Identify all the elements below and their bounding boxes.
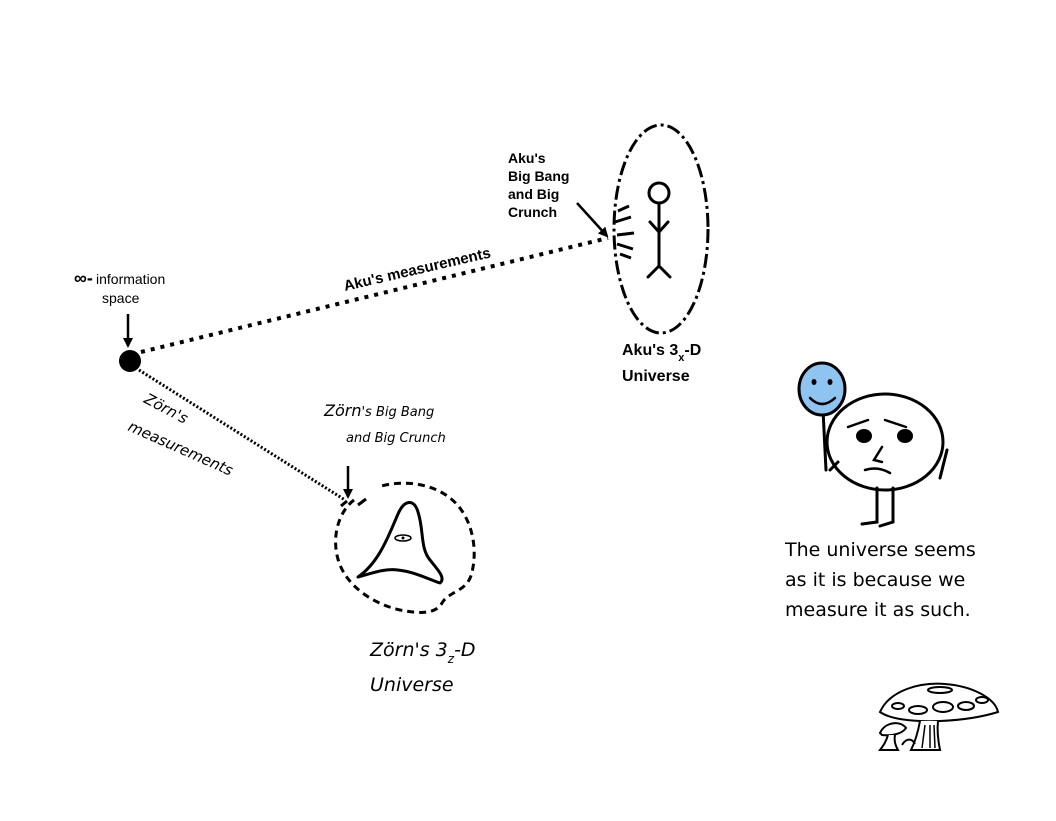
- character-left-arm: [828, 460, 840, 472]
- balloon-string: [821, 408, 828, 472]
- character-face: [825, 392, 945, 492]
- character-right-eyebrow: [883, 418, 908, 429]
- zorn-bang-label-line2: and Big Crunch: [346, 431, 446, 446]
- caption-line3: measure it as such.: [785, 599, 971, 621]
- aku-left-arm: [648, 220, 661, 234]
- smiley-balloon: [797, 361, 847, 417]
- aku-right-leg: [657, 264, 672, 279]
- zorn-alien-shape: [356, 501, 444, 585]
- zorn-bang-label-line1: Zörn's Big Bang: [323, 401, 434, 420]
- small-mushroom-stem: [878, 734, 900, 751]
- character-right-leg: [878, 486, 895, 528]
- character-right-arm: [938, 448, 949, 480]
- aku-bang-burst: [614, 204, 635, 260]
- character-left-leg: [860, 486, 879, 526]
- character-left-eye: [856, 429, 872, 443]
- zorn-eye-pupil: [401, 536, 405, 540]
- balloon-left-eye: [811, 379, 817, 385]
- aku-bang-label-line2: Big Bang: [508, 168, 569, 184]
- aku-universe-title: Aku's 3x-D: [622, 342, 701, 364]
- aku-right-arm: [657, 220, 670, 234]
- aku-bang-label-line4: Crunch: [508, 204, 557, 220]
- aku-stick-figure: [646, 181, 672, 279]
- info-space-label-line2: space: [102, 290, 140, 306]
- caption: The universe seems as it is because we m…: [784, 539, 976, 621]
- mushroom-doodle: [878, 682, 1000, 751]
- aku-measurements-label: Aku's measurements: [342, 245, 492, 295]
- caption-line1: The universe seems: [784, 539, 976, 561]
- zorn-universe: Zörn's measurements Zörn's Big Bang and …: [125, 389, 476, 696]
- aku-head: [647, 181, 671, 205]
- zorn-universe-title-line2: Universe: [370, 674, 454, 696]
- zorn-bang-burst: [340, 497, 367, 508]
- aku-universe-boundary: [612, 123, 710, 335]
- balloon-smile: [808, 396, 837, 406]
- aku-bang-label-line3: and Big: [508, 186, 559, 202]
- caption-line2: as it is because we: [785, 569, 965, 591]
- small-mushroom-cap: [878, 722, 908, 737]
- balloon-right-eye: [827, 379, 833, 385]
- character-nose: [872, 445, 884, 464]
- aku-universe: Aku's Big Bang and Big Crunch Aku's meas…: [342, 123, 710, 385]
- aku-left-leg: [646, 264, 661, 279]
- mushroom-stem: [909, 720, 942, 751]
- character-right-eye: [897, 429, 913, 443]
- aku-measurements-line: [140, 236, 609, 354]
- information-space-dot: [119, 350, 141, 372]
- information-space: ∞- information space: [74, 268, 165, 372]
- character-left-eyebrow: [846, 418, 870, 429]
- zorn-measurements-label-line1: Zörn's: [140, 389, 191, 428]
- aku-universe-title-line2: Universe: [622, 368, 690, 385]
- zorn-eye: [394, 534, 412, 542]
- character-mouth: [863, 467, 892, 475]
- balloon-character: [797, 361, 949, 528]
- aku-bang-label-line1: Aku's: [508, 150, 546, 166]
- info-space-label-line1: information: [96, 271, 165, 287]
- zorn-universe-title: Zörn's 3z-D: [369, 639, 476, 666]
- infinity-symbol: ∞-: [74, 268, 93, 288]
- aku-bang-arrow: [576, 202, 609, 238]
- zorn-universe-boundary: [334, 481, 476, 614]
- zorn-measurements-label-line2: measurements: [125, 417, 236, 479]
- zorn-measurements-line: [138, 368, 346, 502]
